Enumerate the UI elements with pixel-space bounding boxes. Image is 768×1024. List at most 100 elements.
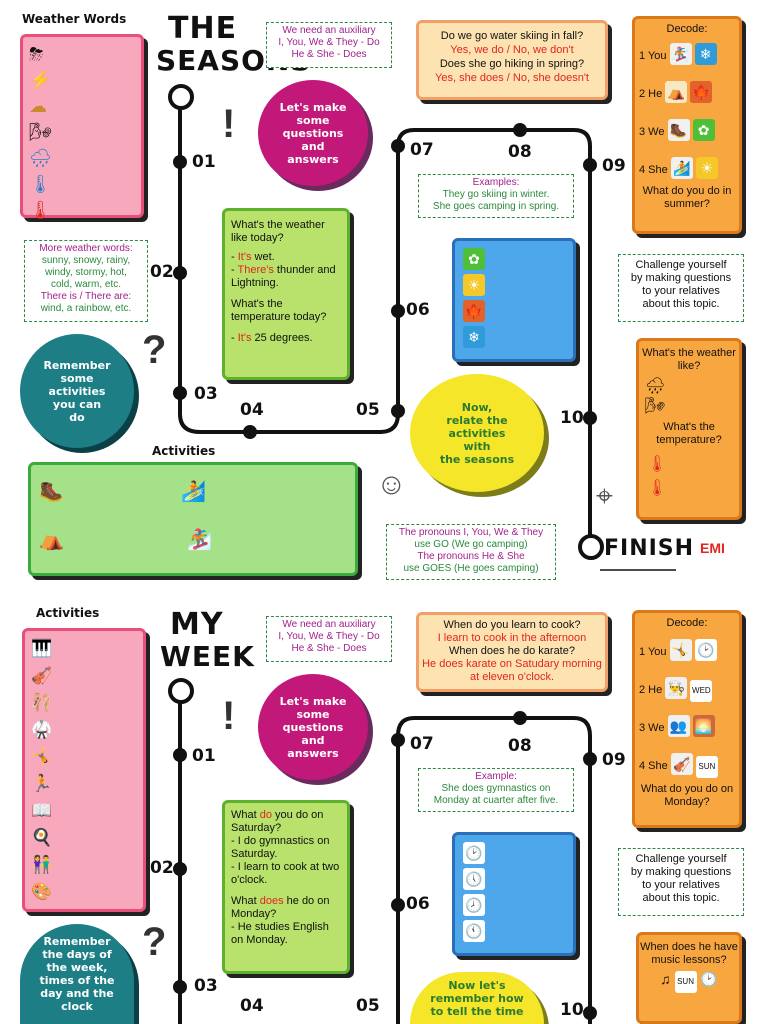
qa-line5: answers <box>287 152 339 166</box>
bottom-decode-title: Decode: <box>666 617 708 629</box>
wed-calendar-icon: WED <box>690 680 713 702</box>
activities-icons-card: 🎹 🎻 🩰 🥋 🤸 🏃 📖 🍳 👫 🎨 <box>22 628 146 912</box>
more-words-line6: wind, a rainbow, etc. <box>40 303 132 314</box>
bottom-step-number-04: 04 <box>240 996 264 1016</box>
violin-icon: 🎻 <box>31 666 53 685</box>
bottom-step-number-09: 09 <box>602 750 626 770</box>
fog-icon: ☁ <box>29 96 47 116</box>
step-number-03: 03 <box>194 384 218 404</box>
sun-icon: ☀ <box>695 157 718 179</box>
bottom-start-marker <box>168 678 194 704</box>
week-question-card: What do you do on Saturday? - I do gymna… <box>222 800 350 974</box>
bottom-challenge-line2: by making questions <box>630 866 732 878</box>
bottom-answer-1: I learn to cook in the afternoon <box>437 632 587 644</box>
step-dot-08 <box>513 123 527 137</box>
weather-q2: What's the temperature today? <box>231 298 327 323</box>
weather-a1: - It's wet. <box>231 251 341 264</box>
people-decode-icon: 👥 <box>667 715 690 737</box>
decode-row-3: 3 We 🥾 ✿ <box>639 119 715 141</box>
pronouns-line3: The pronouns He & She <box>417 551 525 562</box>
clocks-card: 🕑 🕔 🕗 🕚 <box>452 832 576 956</box>
bottom-qa-line4: and <box>301 733 325 747</box>
examples-line1: They go skiing in winter. <box>442 189 550 200</box>
relate-line3: activities <box>448 426 506 440</box>
week-q1: What do you do on Saturday? <box>231 809 341 835</box>
bottom-challenge-line3: to your relatives <box>642 879 720 891</box>
decode-title: Decode: <box>666 23 708 35</box>
week-a1: - I do gymnastics on Saturday. <box>231 835 330 860</box>
bottom-question-1: When do you learn to cook? <box>443 619 581 631</box>
bottom-qa-line5: answers <box>287 746 339 760</box>
weather-a3-rest: 25 degrees. <box>251 332 313 344</box>
decode-row-4: 4 She 🏄 ☀ <box>639 157 718 179</box>
clocks-column: 🕑 🕔 🕗 🕚 <box>463 841 485 945</box>
qa-line3: questions <box>282 126 344 140</box>
week-a2: - I learn to cook at two o'clock. <box>231 861 340 886</box>
step-number-01: 01 <box>192 152 216 172</box>
challenge-line4: about this topic. <box>642 298 720 310</box>
karate-icon: 🥋 <box>31 720 53 739</box>
step-dot-03 <box>173 386 187 400</box>
bottom-step-dot-03 <box>173 980 187 994</box>
exercise-icon: 🏃 <box>31 774 53 793</box>
activities-icons-column: 🎹 🎻 🩰 🥋 🤸 🏃 📖 🍳 👫 🎨 <box>31 635 52 905</box>
friends-icon: 👫 <box>31 855 53 874</box>
thermometer-low-icon: 🌡 <box>647 456 668 473</box>
step-number-10: 10 <box>560 408 584 428</box>
auxiliary-note: We need an auxiliary I, You, We & They -… <box>266 22 392 68</box>
orange-q1: What's the weather like? <box>642 347 736 372</box>
auxiliary-note-line1: We need an auxiliary <box>282 25 376 36</box>
start-marker <box>168 84 194 110</box>
winter-snowflake-icon: ❄ <box>463 326 485 348</box>
orange-q2: What's the temperature? <box>656 421 722 446</box>
camping-icon: ⛺ <box>665 81 688 103</box>
answer-1: Yes, we do / No, we don't <box>450 44 574 56</box>
more-words-line1: More weather words: <box>39 243 133 254</box>
bottom-auxiliary-note: We need an auxiliary I, You, We & They -… <box>266 616 392 662</box>
step-dot-07 <box>391 139 405 153</box>
painting-icon: 🎨 <box>31 882 53 901</box>
bottom-step-dot-01 <box>173 748 187 762</box>
bottom-step-dot-09 <box>583 752 597 766</box>
remember-line2: some <box>60 371 94 385</box>
bottom-remember-line2: the days of <box>42 948 112 961</box>
pronouns-line4: use GOES (He goes camping) <box>403 563 539 574</box>
bottom-step-number-03: 03 <box>194 976 218 996</box>
bottom-decode-row-1: 1 You 🤸 🕑 <box>639 639 717 661</box>
bottom-question-mark-icon: ? <box>142 920 167 964</box>
hot-thermometer-icon: 🌡 <box>29 200 52 220</box>
bottom-decode-card: Decode: 1 You 🤸 🕑 2 He 👨‍🍳 WED 3 We 👥 🌅 … <box>632 610 742 828</box>
finish-label: FINISH <box>604 536 695 561</box>
bottom-path <box>178 688 592 1024</box>
time-line3: to tell the time <box>430 1004 524 1018</box>
relate-line5: the seasons <box>439 452 515 466</box>
remember-line4: you can <box>52 397 102 411</box>
bottom-auxiliary-line3: He & She - Does <box>291 643 367 654</box>
decode-row-2: 2 He ⛺ 🍁 <box>639 81 713 103</box>
week-q1-b: you do on Saturday? <box>231 809 324 834</box>
bottom-question-card: When do you learn to cook? I learn to co… <box>416 612 608 692</box>
bottom-qa-bubble: Let's make some questions and answers <box>258 674 368 780</box>
question-mark-icon: ? <box>142 328 167 372</box>
remember-days-bubble: Remember the days of the week, times of … <box>20 924 134 1024</box>
week-q1-red: do <box>259 809 272 821</box>
step-dot-01 <box>173 155 187 169</box>
snowboard-icon: 🏂 <box>669 43 692 65</box>
auxiliary-note-line3: He & She - Does <box>291 49 367 60</box>
bottom-step-number-07: 07 <box>410 734 434 754</box>
qa-line4: and <box>301 139 325 153</box>
bottom-decode-question: What do you do on Monday? <box>640 783 734 808</box>
cloud-wind-icon: 🌬 <box>645 398 666 415</box>
bottom-decode-row-3: 3 We 👥 🌅 <box>639 715 715 737</box>
hiking-activity-icon: 🥾 <box>39 481 64 503</box>
examples-title: Examples: <box>472 177 520 188</box>
violin-decode-icon: 🎻 <box>670 753 693 775</box>
challenge-line3: to your relatives <box>642 285 720 297</box>
relate-line1: Now, <box>461 400 493 414</box>
more-words-line3: windy, stormy, hot, <box>45 267 127 278</box>
music-note-icon: ♫ <box>660 971 671 987</box>
bottom-decode-row-2: 2 He 👨‍🍳 WED <box>639 677 713 702</box>
bottom-step-dot-08 <box>513 711 527 725</box>
cold-thermometer-icon: 🌡 <box>29 174 52 194</box>
time-line1: Now let's <box>448 978 506 992</box>
